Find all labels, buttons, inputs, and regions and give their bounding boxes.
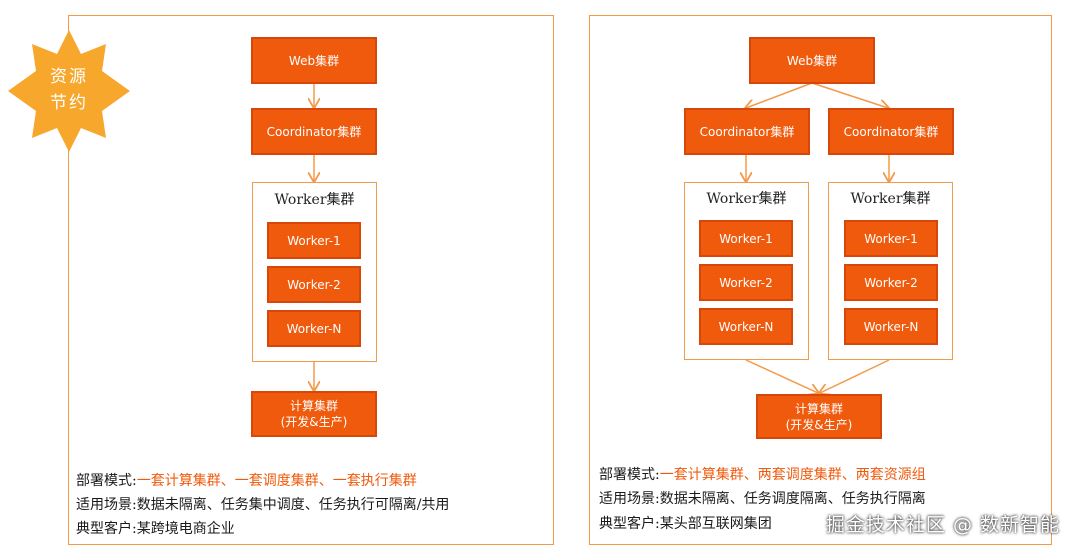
right-panel [589, 15, 1052, 545]
right-worker-cluster-a: Worker集群 Worker-1 Worker-2 Worker-N [684, 182, 809, 360]
left-coordinator-cluster: Coordinator集群 [251, 108, 377, 155]
left-coordinator-label: Coordinator集群 [266, 124, 362, 139]
watermark: 掘金技术社区 @ 数新智能 [825, 514, 1060, 536]
arrow-web-coordinator-b [811, 82, 888, 108]
arrow-worker-b-compute [820, 359, 890, 393]
left-worker-title: Worker集群 [274, 192, 355, 208]
badge-line2: 节约 [50, 93, 88, 113]
left-worker-cluster: Worker集群 Worker-1 Worker-2 Worker-N [252, 182, 377, 362]
right-worker-b-2: Worker-2 [844, 264, 938, 301]
right-coordinator-b: Coordinator集群 [828, 108, 954, 155]
right-deploy-mode: 部署模式:一套计算集群、两套调度集群、两套资源组 [599, 464, 926, 484]
right-coordinator-a-label: Coordinator集群 [699, 124, 795, 139]
right-worker-a-title: Worker集群 [706, 191, 787, 207]
badge-line1: 资源 [50, 67, 88, 87]
right-web-label: Web集群 [786, 53, 838, 68]
right-compute-line1: 计算集群 [794, 401, 843, 416]
starburst-shape [8, 30, 130, 152]
right-coordinator-b-label: Coordinator集群 [843, 124, 939, 139]
right-worker-b-1: Worker-1 [844, 220, 938, 257]
right-worker-cluster-b: Worker集群 Worker-1 Worker-2 Worker-N [828, 182, 953, 360]
left-web-label: Web集群 [288, 53, 340, 68]
right-worker-a-n: Worker-N [699, 308, 793, 345]
resource-saving-badge: 资源 节约 [8, 30, 130, 152]
right-compute-cluster: 计算集群 (开发&生产) [756, 394, 882, 439]
right-coordinator-a: Coordinator集群 [684, 108, 810, 155]
left-customer: 典型客户:某跨境电商企业 [76, 521, 235, 537]
left-web-cluster: Web集群 [251, 37, 377, 84]
right-worker-b-title: Worker集群 [850, 191, 931, 207]
left-worker-2: Worker-2 [267, 266, 361, 303]
right-scene: 适用场景:数据未隔离、任务调度隔离、任务执行隔离 [599, 491, 926, 507]
left-worker-1: Worker-1 [267, 222, 361, 259]
right-deploy-value: 一套计算集群、两套调度集群、两套资源组 [659, 467, 926, 483]
left-deploy-label: 部署模式: [76, 473, 137, 489]
arrow-web-coordinator-a [746, 82, 813, 108]
right-worker-a-1: Worker-1 [699, 220, 793, 257]
left-deploy-value: 一套计算集群、一套调度集群、一套执行集群 [136, 473, 417, 489]
right-worker-b-n: Worker-N [844, 308, 938, 345]
arrow-worker-a-compute [745, 359, 818, 393]
left-compute-line2: (开发&生产) [280, 415, 348, 429]
right-customer: 典型客户:某头部互联网集团 [599, 516, 772, 532]
left-scene: 适用场景:数据未隔离、任务集中调度、任务执行可隔离/共用 [76, 497, 450, 513]
left-deploy-mode: 部署模式:一套计算集群、一套调度集群、一套执行集群 [76, 470, 417, 490]
right-worker-a-2: Worker-2 [699, 264, 793, 301]
left-worker-n: Worker-N [267, 310, 361, 347]
left-compute-line1: 计算集群 [289, 399, 338, 413]
right-compute-line2: (开发&生产) [785, 417, 853, 432]
right-web-cluster: Web集群 [749, 37, 875, 84]
right-deploy-label: 部署模式: [599, 467, 660, 483]
left-compute-cluster: 计算集群 (开发&生产) [251, 391, 377, 437]
